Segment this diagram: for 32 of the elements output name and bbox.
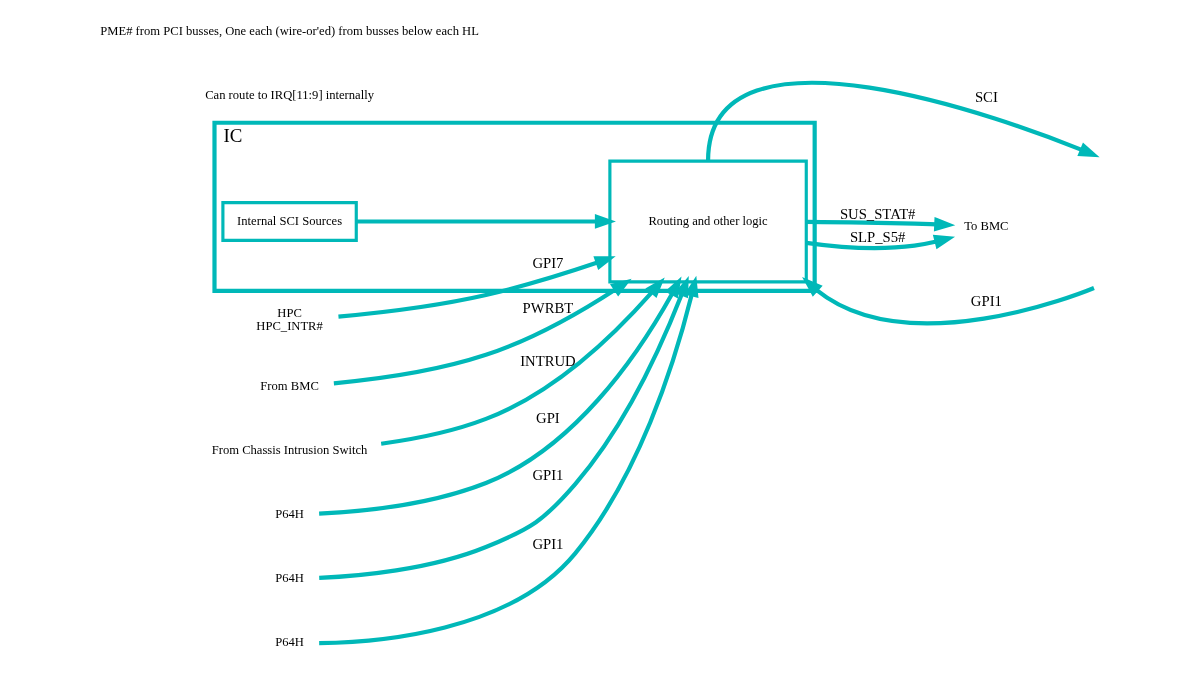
node-text: P64H: [275, 570, 304, 585]
node-text: From BMC: [260, 378, 319, 393]
edge-label: SLP_S5#: [849, 228, 906, 245]
edge-label: PWRBT: [522, 300, 574, 317]
arrow: [802, 277, 1095, 326]
label: PME# from PCI busses, One each (wire-or'ed) from busses below each HL: [100, 23, 479, 38]
label: Can route to IRQ[11:9] internally: [205, 87, 374, 102]
node-text: P64H: [275, 634, 304, 649]
node-text: HPC HPC_INTR#: [256, 305, 323, 334]
arrow: [380, 277, 665, 446]
node-text: P64H: [275, 506, 304, 521]
arrow: [338, 256, 616, 319]
arrow: [319, 276, 689, 581]
edge-label: INTRUD: [520, 352, 576, 369]
edge-label: GPI1: [532, 536, 564, 553]
edge-label: GPI7: [532, 254, 564, 271]
edge-label: GPI: [536, 410, 560, 427]
edge-label: SCI: [974, 88, 998, 105]
node-text: To BMC: [964, 218, 1009, 233]
edge-label: GPI1: [970, 292, 1002, 309]
arrow: [319, 275, 699, 646]
arrow: [356, 214, 616, 229]
node-text: From Chassis Intrusion Switch: [211, 442, 368, 457]
arrow: [319, 276, 682, 516]
node-box: Internal SCI Sources: [221, 201, 358, 242]
arrow: [806, 234, 956, 251]
arrow: [806, 216, 956, 232]
arrow: [706, 81, 1100, 161]
node-box: Routing and other logic: [608, 159, 808, 284]
arrow: [333, 278, 632, 386]
edge-label: GPI1: [532, 467, 564, 484]
edge-label: SUS_STAT#: [839, 205, 916, 222]
